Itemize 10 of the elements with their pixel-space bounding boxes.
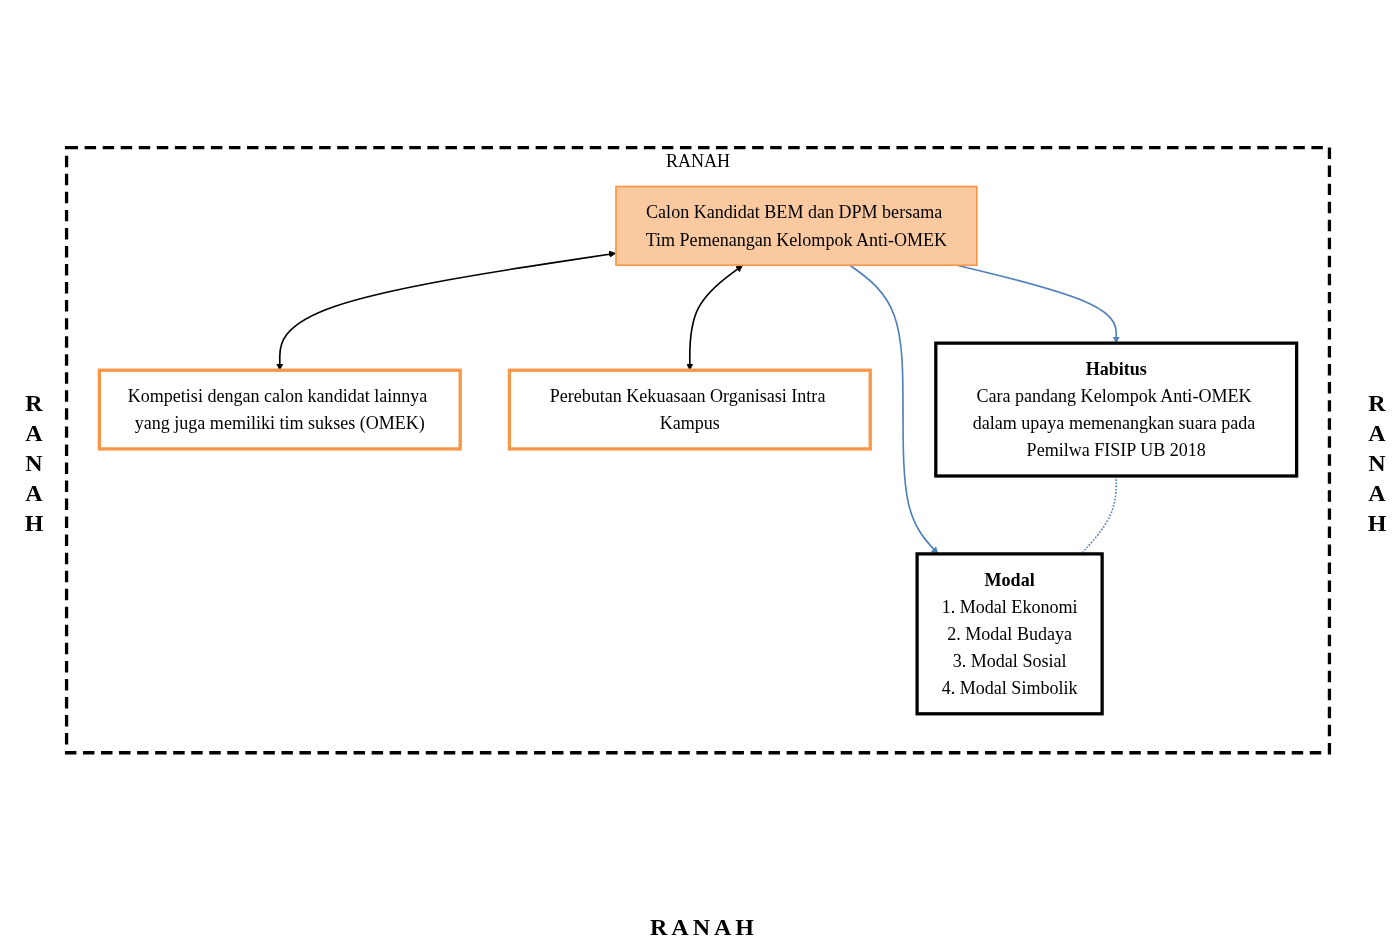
side-label: RANAH (1363, 390, 1390, 540)
node-box: Perebutan Kekuasaan Organisasi Intra Kampus (507, 368, 872, 451)
side-label: RANAH (20, 390, 47, 540)
node-box: Kompetisi dengan calon kandidat lainnya yang juga memiliki tim sukses (OMEK) (97, 368, 462, 451)
side-label: RANAH (650, 914, 758, 941)
node-box: Calon Kandidat BEM dan DPM bersama Tim Pemenangan Kelompok Anti-OMEK (615, 185, 978, 266)
node-box: Habitus Cara pandang Kelompok Anti-OMEK dalam upaya memenangkan suara pada Pemilwa FISIP UB 2018 (934, 341, 1299, 478)
arrow (686, 264, 743, 371)
arrow (276, 250, 616, 371)
node-box: Modal 1. Modal Ekonomi 2. Modal Budaya 3. Modal Sosial 4. Modal Simbolik (915, 552, 1104, 716)
